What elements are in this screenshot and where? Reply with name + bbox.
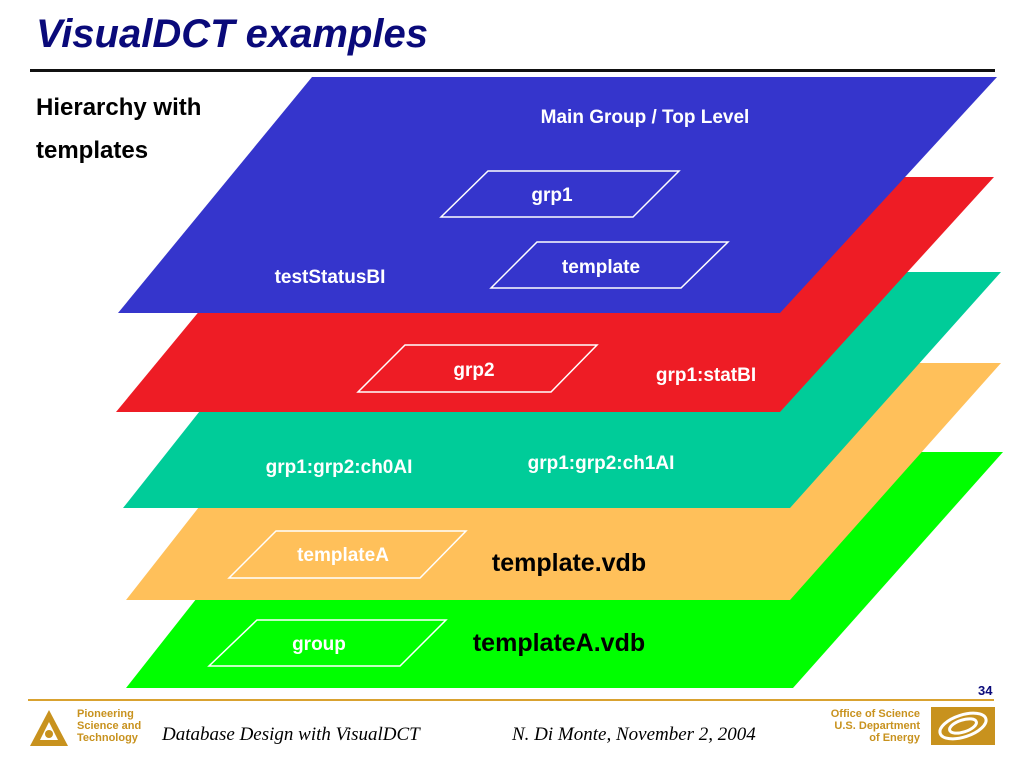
ch1AI-label: grp1:grp2:ch1AI [528,453,675,474]
slide-subtitle: Hierarchy with templates [36,94,202,164]
footer-divider [28,699,994,701]
testStatusBI-label: testStatusBI [275,267,386,288]
doe-logo-icon [931,707,995,745]
footer-doe-text: Office of Science U.S. Department of Ene… [831,708,920,744]
title-divider [30,69,995,72]
template-vdb-label: template.vdb [492,549,646,577]
doe-line-3: of Energy [869,732,920,744]
group-box[interactable] [207,619,448,667]
doe-line-1: Office of Science [830,708,920,720]
footer-left-tagline: Pioneering Science and Technology [77,708,141,744]
ch0AI-label: grp1:grp2:ch0AI [266,457,413,478]
tagline-line-2: Science and [77,720,142,732]
main-group-label: Main Group / Top Level [541,107,750,128]
blue-layer [118,77,997,313]
grp1-box[interactable] [439,170,681,218]
footer-author-date: N. Di Monte, November 2, 2004 [512,724,756,745]
footer-presentation-title: Database Design with VisualDCT [162,724,420,745]
page-number: 34 [978,683,993,698]
tagline-line-3: Technology [77,732,138,744]
grp1-label: grp1 [531,185,573,206]
templateA-label: templateA [297,545,389,566]
slide-title: VisualDCT examples [36,12,429,56]
template-box[interactable] [489,241,730,289]
templateA-box[interactable] [227,530,468,579]
template-label: template [562,257,640,278]
group-label: group [292,634,346,655]
tagline-line-1: Pioneering [77,708,134,720]
templateA-vdb-label: templateA.vdb [473,629,645,657]
grp2-box[interactable] [356,344,599,393]
grp2-label: grp2 [453,360,494,381]
ornl-logo-icon [30,710,68,746]
grp1-statBI-label: grp1:statBI [656,365,756,386]
doe-line-2: U.S. Department [834,720,920,732]
